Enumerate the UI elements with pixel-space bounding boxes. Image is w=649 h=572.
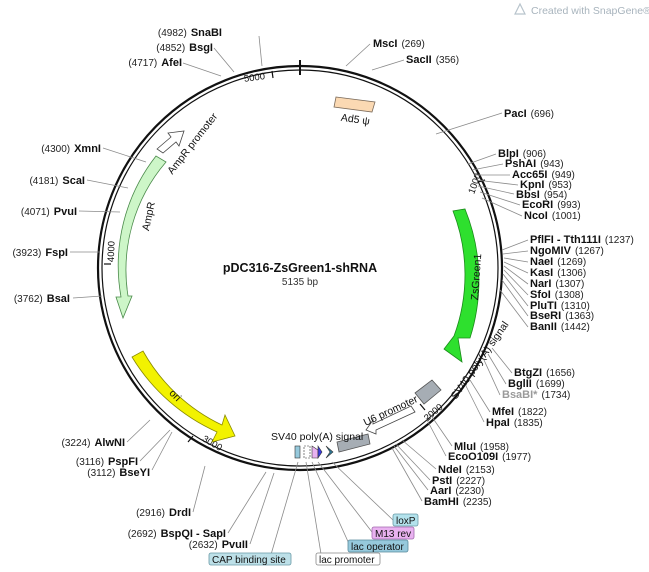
sv40-right-box: [414, 379, 442, 405]
site-kpni: KpnI(953): [520, 179, 572, 191]
tick-label-1000: 1000: [466, 172, 484, 196]
lac-operator-box: [347, 539, 409, 553]
site-bsabi: BsaBI*(1734): [502, 389, 570, 401]
sv40-bottom-label: SV40 poly(A) signal: [271, 431, 363, 443]
site-ndei: NdeI(2153): [438, 464, 495, 476]
zsgreen1-arrow: [443, 208, 480, 363]
site-xmni: (4300)XmnI: [41, 143, 101, 155]
svg-text:Created with SnapGene®: Created with SnapGene®: [531, 5, 649, 17]
m13-rev-label: M13 rev: [375, 529, 411, 540]
site-alwni: (3224)AlwNI: [62, 437, 125, 449]
feature-u6-promoter: U6 promoter: [362, 393, 420, 435]
snapgene-credit: Created with SnapGene®: [514, 2, 649, 17]
site-nari: NarI(1307): [530, 278, 584, 290]
ampr-label: AmpR: [140, 200, 158, 231]
credit-prefix: Created with: [531, 5, 593, 17]
site-pshai: PshAI(943): [505, 158, 564, 170]
site-hpai: HpaI(1835): [486, 417, 543, 429]
site-aari: AarI(2230): [430, 485, 484, 497]
sv40-bottom-box: [336, 433, 371, 453]
site-bglii: BglII(1699): [508, 378, 565, 390]
site-ngomiv: NgoMIV(1267): [530, 245, 604, 257]
credit-brand: SnapGene: [593, 5, 643, 17]
site-drdi: (2916)DrdI: [136, 507, 191, 519]
site-bspqi-sapi: (2692)BspQI - SapI: [128, 528, 226, 540]
snapgene-logo-icon: [514, 2, 526, 15]
small-feature-glyphs: [294, 445, 334, 459]
site-bbsi: BbsI(954): [516, 189, 567, 201]
lac-promoter-label: lac promoter: [319, 555, 375, 566]
m13-rev-glyph: [311, 445, 319, 459]
site-pvuii: (2632)PvuII: [189, 539, 248, 551]
ampr-arrow: [115, 155, 167, 320]
lac-blue-glyph: [317, 445, 323, 459]
loxp-box: [392, 513, 419, 527]
ad5-psi-box: [333, 96, 376, 113]
site-sfoi: SfoI(1308): [530, 289, 584, 301]
feature-ampr-promoter: AmpR promoter: [156, 111, 221, 177]
site-acc65i: Acc65I(949): [512, 169, 575, 181]
feature-sv40-bottom: SV40 poly(A) signal: [271, 431, 371, 453]
credit-suffix: ®: [643, 5, 649, 17]
site-msci: MscI(269): [373, 38, 425, 50]
site-bamhi: BamHI(2235): [424, 496, 492, 508]
tick-label-4000: 4000: [106, 241, 118, 263]
ampr-promoter-arrow: [156, 130, 185, 154]
site-ncoi: NcoI(1001): [524, 210, 581, 222]
site-pvui: (4071)PvuI: [21, 206, 77, 218]
site-pspfi: (3116)PspFI: [76, 456, 138, 468]
site-paci: PacI(696): [504, 108, 554, 120]
u6-promoter-arrow: [365, 405, 416, 435]
site-pluti: PluTI(1310): [530, 300, 590, 312]
tick-label-5000: 5000: [243, 71, 265, 85]
feature-ori: ori: [131, 350, 236, 443]
restriction-sites: (4982)SnaBI (4852)BsgI (4717)AfeI (4300)…: [12, 27, 633, 551]
loxp-label: loxP: [396, 516, 416, 527]
m13-rev-box: [371, 526, 415, 540]
site-psti: PstI(2227): [432, 475, 485, 487]
site-btgzi: BtgZI(1656): [514, 367, 575, 379]
cap-binding-site-label: CAP binding site: [212, 555, 286, 566]
plasmid-size: 5135 bp: [282, 277, 319, 288]
leader-lines: [70, 35, 529, 561]
tick-2000: [419, 403, 426, 411]
zsgreen1-label: ZsGreen1: [469, 253, 484, 301]
tick-3000: [187, 435, 194, 443]
site-kasi: KasI(1306): [530, 267, 586, 279]
site-sacii: SacII(356): [406, 54, 459, 66]
feature-ampr: AmpR: [115, 155, 167, 320]
plasmid-name: pDC316-ZsGreen1-shRNA: [223, 261, 377, 275]
site-bsai: (3762)BsaI: [14, 293, 70, 305]
lac-promoter-glyph: [303, 445, 311, 459]
site-bseri: BseRI(1363): [530, 310, 594, 322]
tick-5000: [271, 70, 274, 79]
site-scai: (4181)ScaI: [29, 175, 85, 187]
site-snabi: (4982)SnaBI: [158, 27, 222, 39]
loxp-glyph: [325, 445, 334, 459]
lac-promoter-box: [315, 552, 381, 566]
site-pflfi-tth111i: PflFI - Tth111I(1237): [530, 234, 634, 246]
feature-zsgreen1: ZsGreen1: [443, 208, 484, 363]
site-bseyi: (3112)BseYI: [87, 467, 150, 479]
site-afei: (4717)AfeI: [128, 57, 182, 69]
site-blpi: BlpI(906): [498, 148, 546, 160]
site-ecoo109i: EcoO109I(1977): [448, 451, 531, 463]
small-feature-boxes: loxP M13 rev lac operator lac promoter C…: [208, 513, 419, 566]
cap-binding-site-box: [208, 552, 292, 566]
site-banii: BanII(1442): [530, 321, 590, 333]
site-mlui: MluI(1958): [454, 441, 509, 453]
site-naei: NaeI(1269): [530, 256, 586, 268]
site-fspi: (3923)FspI: [12, 247, 68, 259]
feature-ad5-psi: Ad5 ψ: [333, 96, 376, 128]
ori-arrow: [131, 350, 236, 443]
lac-operator-glyph: [294, 445, 301, 459]
lac-operator-label: lac operator: [351, 542, 404, 553]
site-bsgi: (4852)BsgI: [156, 42, 213, 54]
site-mfei: MfeI(1822): [492, 406, 547, 418]
ad5-psi-label: Ad5 ψ: [340, 112, 370, 128]
site-ecori: EcoRI(993): [522, 199, 581, 211]
